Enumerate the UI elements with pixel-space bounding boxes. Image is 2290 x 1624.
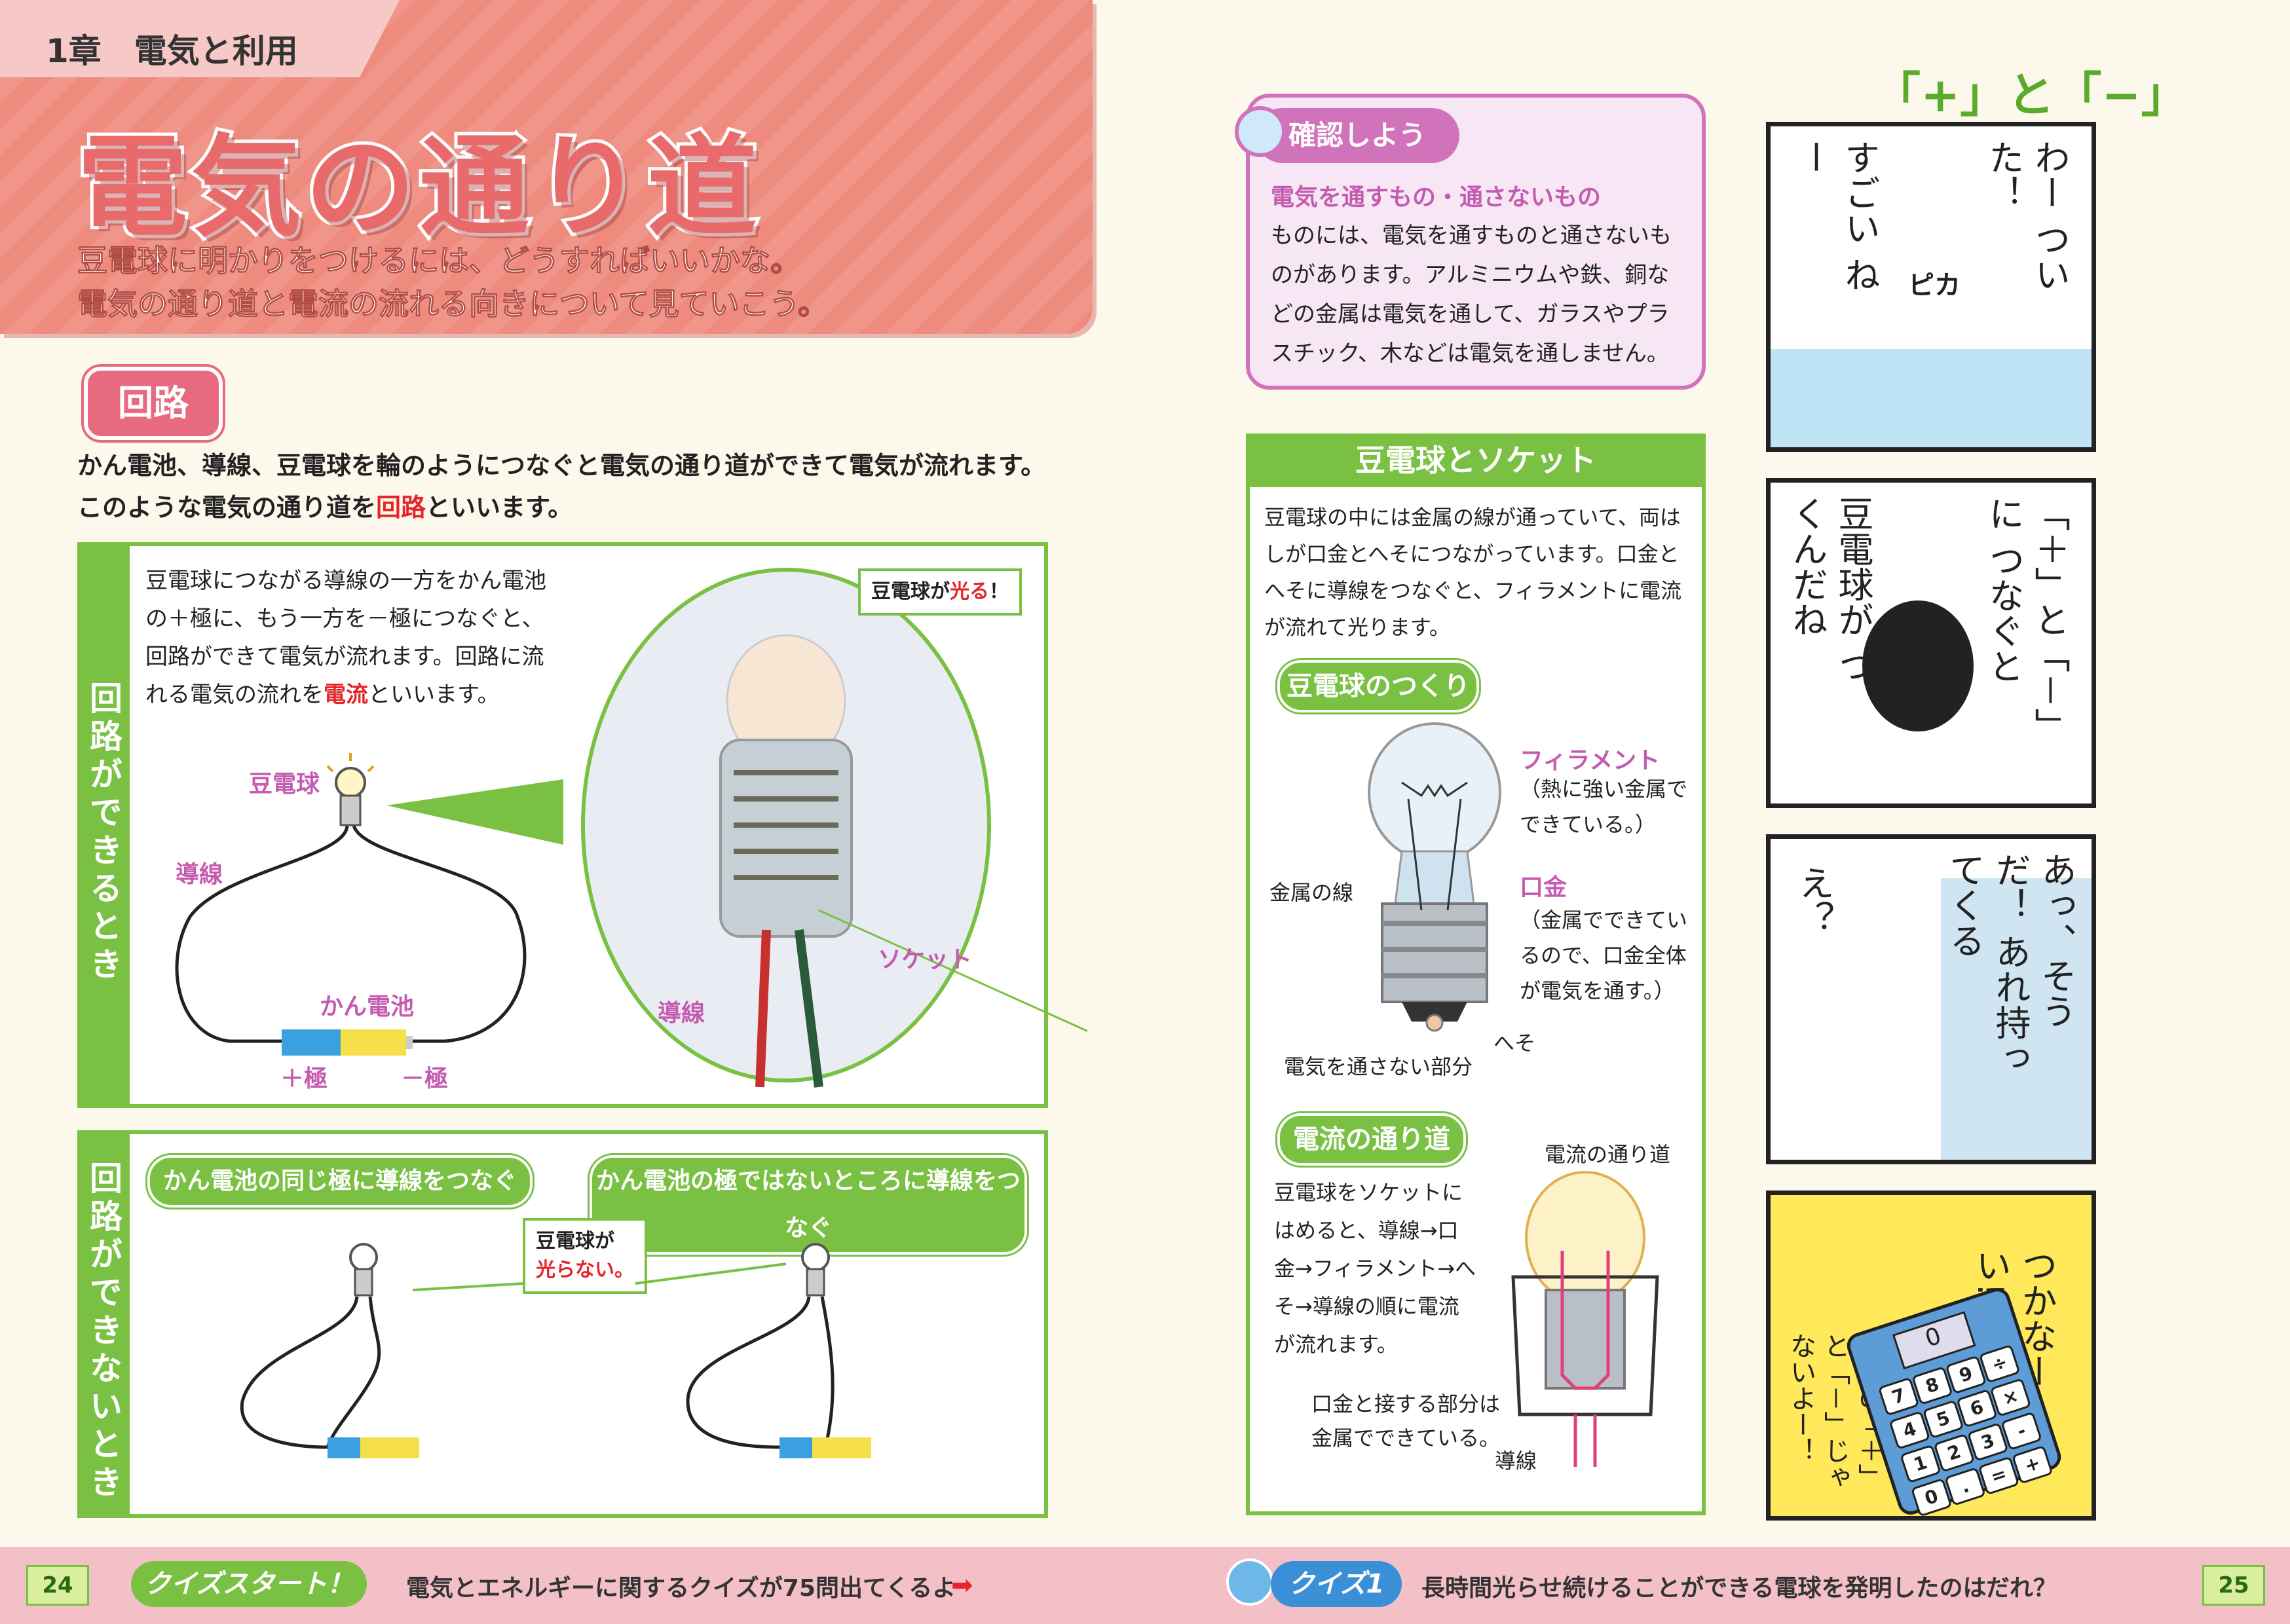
circuit-made-side-label: 回路ができるとき (77, 542, 130, 1104)
label-insulator: 電気を通さない部分 (1284, 1054, 1473, 1079)
speech-connect-poles: 「＋」と「－」に つなぐと (1983, 496, 2070, 743)
quiz-start-badge: クイズスタート！ (131, 1561, 367, 1607)
current-path-illustration (1511, 1171, 1659, 1467)
label-navel: へそ (1493, 1031, 1536, 1056)
circuit-badge: 回路 (84, 367, 223, 440)
footer-bar (0, 1547, 2290, 1624)
circuit-not-made-side-label: 回路ができないとき (77, 1130, 130, 1514)
confirm-body: ものには、電気を通すものと通さないものがあります。アルミニウムや鉄、銅などの金属… (1271, 223, 1672, 367)
page-number-right: 25 (2202, 1565, 2265, 1606)
label-socket: ソケット (878, 946, 973, 973)
page-number-left: 24 (26, 1565, 89, 1606)
label-plus-pole: ＋極 (280, 1065, 328, 1092)
chapter-tab (0, 0, 400, 77)
label-base: 口金 (1520, 874, 1567, 901)
arrow-right-icon: ➡ (951, 1570, 973, 1600)
circuit-text-line-2: このような電気の通り道を回路といいます。 (77, 493, 573, 522)
calculator-key: - (2000, 1411, 2042, 1451)
lead-line-2: 電気の通り道と電流の流れる向きについて見ていこう。 (77, 286, 829, 322)
speech-huh: え？ (1793, 865, 1834, 936)
callout-bulb-not-lit: 豆電球が光らない。 (523, 1218, 647, 1294)
calculator-key: ÷ (1978, 1344, 2021, 1384)
confirm-badge: 確認しよう (1255, 108, 1459, 163)
comic-panel-3: あっ、そうだ！ あれ持ってくる え？ (1766, 834, 2096, 1164)
page-title: 電気の通り道 (74, 120, 761, 255)
quiz-start-text: 電気とエネルギーに関するクイズが75問出てくるよ (406, 1575, 956, 1602)
no-circuit-diagrams (240, 1243, 871, 1458)
speech-bulb-lights: 豆電球が つくんだね (1786, 496, 1873, 684)
callout-bulb-lights: 豆電球が光る！ (858, 568, 1022, 616)
current-path-text: 豆電球をソケットにはめると、導線→口金→フィラメント→へそ→導線の順に電流が流れ… (1274, 1180, 1476, 1357)
bulb-structure-illustration (1368, 722, 1501, 1032)
calculator-key: + (2011, 1445, 2054, 1485)
calculator-key: × (1989, 1378, 2032, 1417)
circuit-diagram (175, 753, 527, 1056)
comic-panel-1: わー ついた！ すごい ねー ピカ (1766, 122, 2096, 452)
base-description: （金属でできているので、口金全体が電気を通す。） (1520, 908, 1688, 1003)
bulb-socket-intro: 豆電球の中には金属の線が通っていて、両はしが口金とへそにつながっています。口金と… (1264, 505, 1682, 640)
bulb-structure-pill: 豆電球のつくり (1277, 660, 1479, 712)
label-filament: フィラメント (1520, 747, 1661, 774)
case-not-pole: かん電池の極ではないところに導線をつなぐ (590, 1155, 1027, 1255)
lead-line-1: 豆電球に明かりをつけるには、どうすればいいかな。 (77, 243, 801, 279)
label-battery: かん電池 (320, 993, 415, 1020)
filament-description: （熱に強い金属でできている。） (1520, 777, 1688, 837)
label-wire-photo: 導線 (658, 1000, 705, 1027)
comic-panel-2: 「＋」と「－」に つなぐと 豆電球が つくんだね (1766, 478, 2096, 808)
quiz1-badge: クイズ1 (1271, 1561, 1402, 1607)
magnifier-icon (1235, 106, 1286, 157)
case-same-pole: かん電池の同じ極に導線をつなぐ (147, 1155, 533, 1208)
doorway (1941, 878, 2092, 1160)
quiz-mascot-icon (1226, 1559, 1273, 1606)
label-current-path: 電流の通り道 (1545, 1142, 1671, 1167)
character-girl (1862, 600, 1974, 731)
chapter-label: 1章 電気と利用 (46, 32, 298, 70)
bulb-photo (386, 568, 1087, 1088)
label-bulb: 豆電球 (249, 771, 320, 798)
circuit-text-line-1: かん電池、導線、豆電球を輪のようにつなぐと電気の通り道ができて電気が流れます。 (77, 451, 1046, 480)
speech-amazing: すごい ねー (1793, 139, 1880, 293)
contact-note: 口金と接する部分は金属でできている。 (1311, 1392, 1501, 1450)
label-minus-pole: －極 (401, 1065, 449, 1092)
speech-go-get: あっ、そうだ！ あれ持ってくる (1943, 852, 2076, 1076)
circuit-made-text: 豆電球につながる導線の一方をかん電池の＋極に、もう一方を－極につなぐと、回路がで… (145, 568, 546, 708)
quiz1-question: 長時間光らせ続けることができる電球を発明したのはだれ？ (1421, 1575, 2057, 1602)
sfx-flash: ピカ (1908, 270, 1961, 301)
current-path-pill: 電流の通り道 (1277, 1113, 1466, 1166)
comic-panel-4: つかなー い!! 電卓の「＋」と「－」じゃ ないよー！ 0 789÷456×12… (1766, 1190, 2096, 1521)
speech-wow-lit: わー ついた！ (1983, 139, 2070, 293)
label-metal-wire: 金属の線 (1269, 880, 1354, 905)
bulb-socket-heading: 豆電球とソケット (1246, 434, 1706, 487)
label-wire: 導線 (176, 861, 223, 888)
label-wire-socket: 導線 (1495, 1449, 1537, 1473)
confirm-subtitle: 電気を通すもの・通さないもの (1271, 184, 1602, 211)
comic-title: 「+」と「−」 (1873, 67, 2188, 122)
table-scene (1771, 349, 2092, 447)
